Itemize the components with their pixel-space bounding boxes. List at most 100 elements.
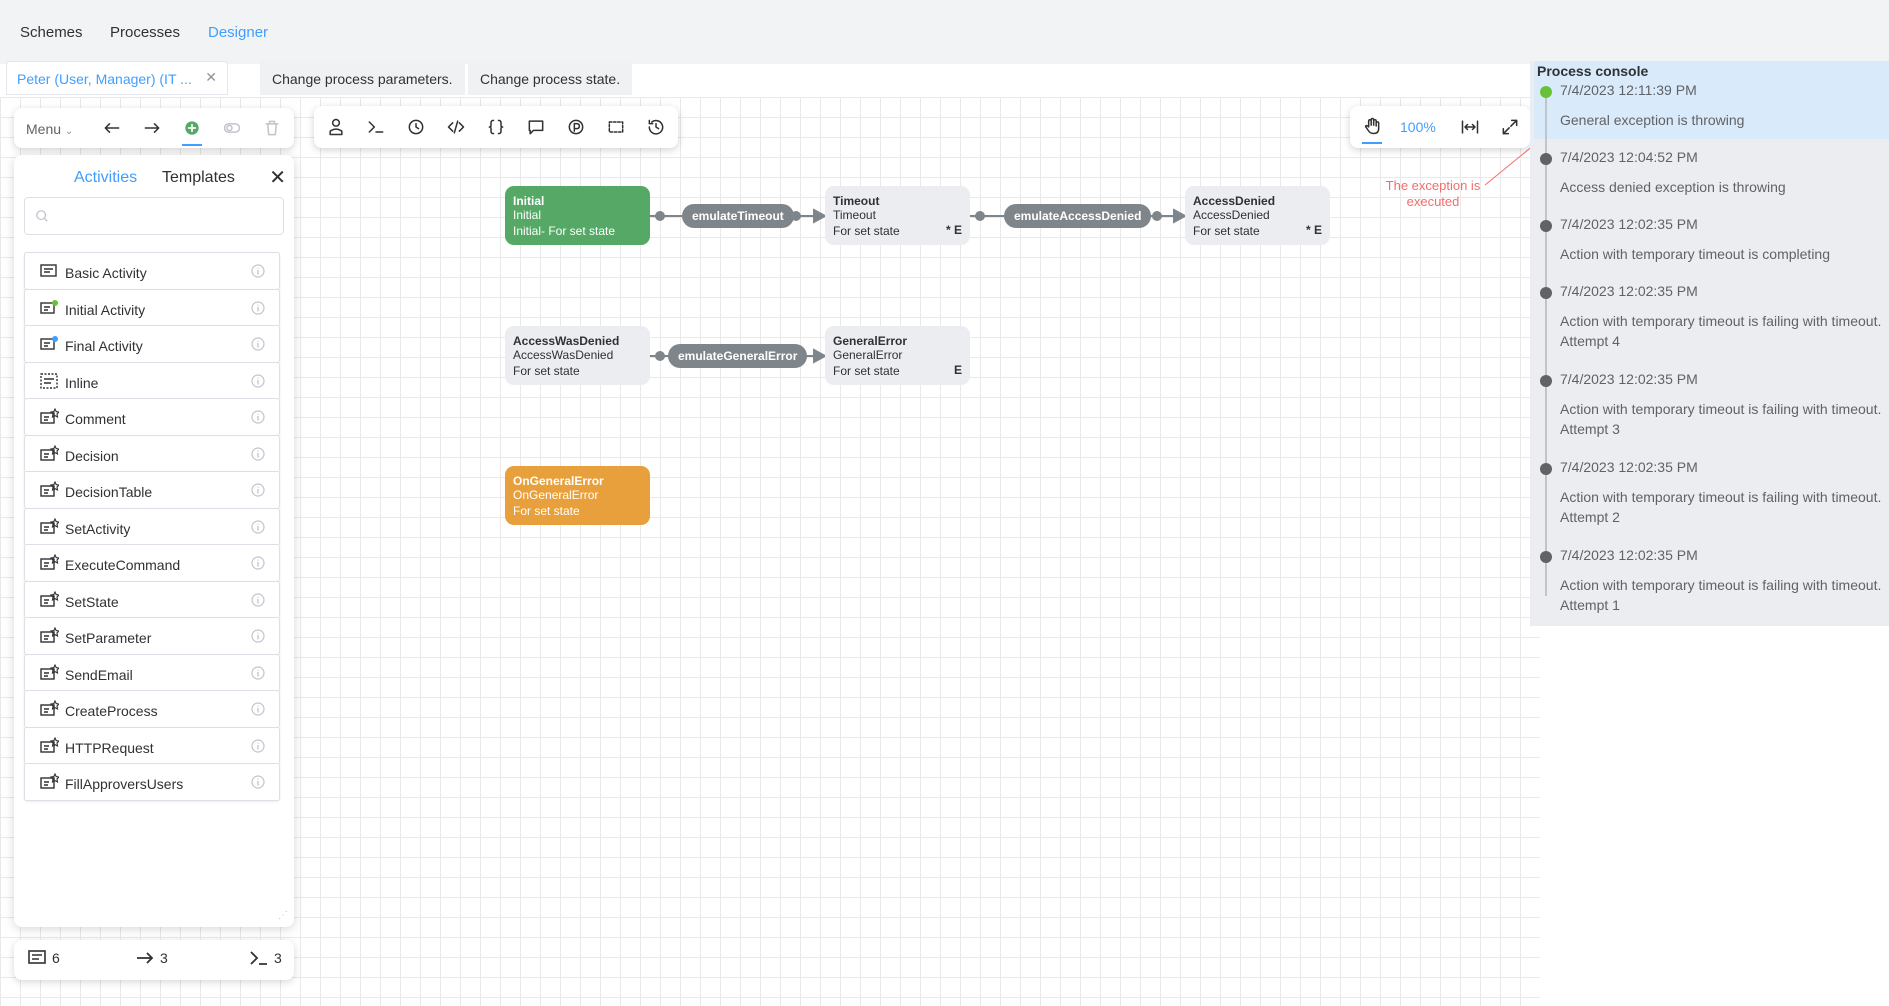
tab-activities[interactable]: Activities — [74, 169, 138, 186]
menu-dropdown[interactable]: Menu ⌄ — [26, 121, 74, 137]
activity-state: Timeout — [833, 208, 876, 222]
final-activity-icon — [40, 336, 58, 350]
undo-icon[interactable] — [98, 114, 126, 142]
activity-item-label: Comment — [65, 411, 126, 427]
info-icon[interactable] — [251, 702, 265, 716]
view-toolbar: 100% — [1350, 106, 1530, 148]
transition-emulate-timeout[interactable]: emulateTimeout — [682, 204, 794, 228]
close-icon[interactable]: ✕ — [269, 167, 286, 189]
fullscreen-icon[interactable] — [1496, 113, 1524, 141]
activity-initial[interactable]: Initial Initial Initial- For set state — [505, 186, 650, 245]
info-icon[interactable] — [251, 556, 265, 570]
template-activity-icon — [40, 444, 59, 461]
transition-emulate-access-denied[interactable]: emulateAccessDenied — [1004, 204, 1152, 228]
activity-state: OnGeneralError — [513, 488, 599, 502]
redo-icon[interactable] — [138, 114, 166, 142]
command-change-parameters[interactable]: Change process parameters. — [260, 61, 465, 95]
activity-item-label: Final Activity — [65, 338, 143, 354]
activity-state: GeneralError — [833, 348, 903, 362]
console-entry-time: 7/4/2023 12:02:35 PM — [1560, 547, 1698, 563]
code-icon[interactable] — [442, 113, 470, 141]
top-navigation: Schemes Processes Designer — [0, 0, 1889, 64]
command-change-state[interactable]: Change process state. — [468, 61, 633, 95]
comment-icon[interactable] — [522, 113, 550, 141]
activity-item[interactable]: Decision — [24, 434, 280, 473]
fit-width-icon[interactable] — [1456, 113, 1484, 141]
activity-timeout[interactable]: Timeout Timeout For set state * E — [825, 186, 970, 245]
activity-description: For set state — [833, 364, 900, 378]
commands-count: 3 — [250, 950, 282, 966]
activity-item[interactable]: CreateProcess — [24, 690, 280, 728]
resize-handle[interactable]: ⋰ — [278, 910, 288, 921]
actor-icon[interactable] — [322, 113, 350, 141]
info-icon[interactable] — [251, 373, 265, 388]
nav-schemes[interactable]: Schemes — [20, 24, 83, 41]
activity-item[interactable]: SetActivity — [24, 507, 280, 546]
activity-item[interactable]: Comment — [24, 398, 280, 436]
console-entry-message: Action with temporary timeout is complet… — [1560, 246, 1830, 262]
activity-item-label: SendEmail — [65, 666, 133, 683]
info-icon[interactable] — [251, 483, 265, 497]
transition-emulate-general-error[interactable]: emulateGeneralError — [668, 344, 808, 368]
braces-icon[interactable] — [482, 113, 510, 141]
activity-item[interactable]: SetState — [24, 580, 280, 619]
selection-icon[interactable] — [602, 113, 630, 141]
activity-item-label: HTTPRequest — [65, 739, 154, 756]
initial-activity-icon — [40, 299, 58, 314]
parameter-icon[interactable] — [562, 113, 590, 141]
console-entry-message: Action with temporary timeout is failing… — [1560, 401, 1882, 437]
activities-count: 6 — [28, 950, 60, 966]
info-icon[interactable] — [251, 519, 265, 534]
tab-templates[interactable]: Templates — [162, 169, 235, 186]
nav-designer[interactable]: Designer — [208, 24, 269, 41]
info-icon[interactable] — [251, 775, 265, 789]
activity-icon — [28, 950, 46, 964]
nav-processes[interactable]: Processes — [110, 24, 181, 41]
activity-item[interactable]: Final Activity — [24, 325, 280, 363]
template-activity-icon — [40, 517, 59, 534]
info-icon[interactable] — [251, 738, 265, 753]
info-icon[interactable] — [251, 629, 265, 643]
activity-item[interactable]: FillApproversUsers — [24, 763, 280, 801]
activity-item[interactable]: DecisionTable — [24, 471, 280, 509]
search-input[interactable] — [24, 197, 284, 235]
info-icon[interactable] — [251, 264, 265, 278]
activity-name: GeneralError — [833, 334, 908, 348]
activity-item[interactable]: Initial Activity — [24, 288, 280, 327]
activity-item[interactable]: ExecuteCommand — [24, 544, 280, 582]
console-highlight — [1534, 61, 1889, 139]
activity-item-label: Initial Activity — [65, 301, 146, 318]
activity-item[interactable]: HTTPRequest — [24, 726, 280, 765]
activity-name: AccessDenied — [1193, 194, 1276, 208]
timeline-line — [1545, 91, 1547, 596]
activity-general-error[interactable]: GeneralError GeneralError For set state … — [825, 326, 970, 385]
info-icon[interactable] — [251, 410, 265, 424]
toggle-icon[interactable] — [218, 114, 246, 142]
timer-icon[interactable] — [402, 113, 430, 141]
console-entry-message: Action with temporary timeout is failing… — [1560, 313, 1882, 349]
activity-access-denied[interactable]: AccessDenied AccessDenied For set state … — [1185, 186, 1330, 245]
zoom-level[interactable]: 100% — [1400, 119, 1436, 135]
activity-item[interactable]: SendEmail — [24, 653, 280, 692]
timeline-dot — [1540, 551, 1552, 563]
info-icon[interactable] — [251, 592, 265, 607]
template-activity-icon — [40, 408, 59, 424]
info-icon[interactable] — [251, 446, 265, 461]
activity-access-was-denied[interactable]: AccessWasDenied AccessWasDenied For set … — [505, 326, 650, 385]
hand-icon[interactable] — [1358, 112, 1386, 140]
info-icon[interactable] — [251, 337, 265, 351]
activity-item[interactable]: Basic Activity — [24, 252, 280, 290]
history-icon[interactable] — [642, 113, 670, 141]
info-icon[interactable] — [251, 665, 265, 680]
activity-item[interactable]: SetParameter — [24, 617, 280, 655]
info-icon[interactable] — [251, 300, 265, 315]
activity-item[interactable]: Inline — [24, 361, 280, 400]
command-icon[interactable] — [362, 113, 390, 141]
delete-icon[interactable] — [258, 114, 286, 142]
add-activity-icon[interactable] — [178, 114, 206, 142]
user-tab[interactable]: Peter (User, Manager) (IT ... ✕ — [6, 61, 228, 95]
close-icon[interactable]: ✕ — [205, 69, 217, 85]
activity-on-general-error[interactable]: OnGeneralError OnGeneralError For set st… — [505, 466, 650, 525]
